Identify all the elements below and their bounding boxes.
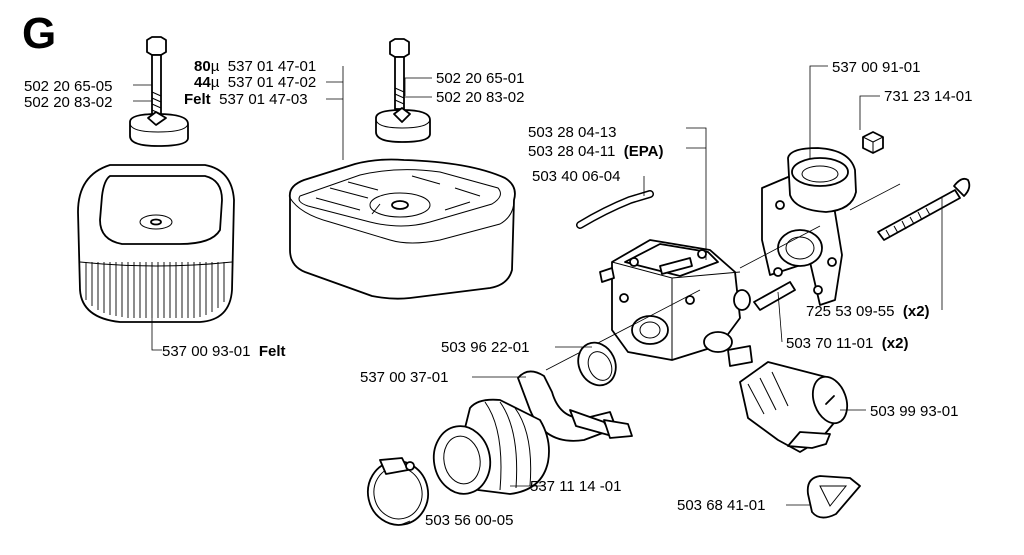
label-bolt-a-2: 502 20 83-02 (24, 94, 112, 111)
label-hose: 503 40 06-04 (532, 168, 620, 185)
label-pin: 503 70 11-01 (x2) (786, 335, 908, 352)
filter-cover-drawing (288, 158, 516, 300)
label-bellows: 503 99 93-01 (870, 403, 958, 420)
label-filter-felt: 537 00 93-01 Felt (162, 343, 286, 360)
label-grommet: 503 68 41-01 (677, 497, 765, 514)
hose-drawing (576, 190, 654, 229)
nut-b-drawing (375, 107, 431, 143)
label-intake-boot: 537 11 14 -01 (530, 478, 621, 495)
grommet-drawing (806, 475, 861, 519)
label-bolt-b-1: 502 20 65-01 (436, 70, 524, 87)
label-cover-felt: Felt 537 01 47-03 (184, 91, 308, 108)
nut-a-drawing (129, 111, 189, 147)
label-throttle-body: 537 00 91-01 (832, 59, 920, 76)
bolt-b-drawing (389, 38, 410, 110)
bolt-a-drawing (146, 36, 167, 118)
label-carburetor-1: 503 28 04-13 (528, 124, 616, 141)
label-long-screw: 725 53 09-55 (x2) (806, 303, 930, 320)
label-cover-80: 80µ 537 01 47-01 (194, 58, 316, 75)
leader-lines (133, 65, 943, 526)
label-cover-44: 44µ 537 01 47-02 (194, 74, 316, 91)
label-hose-clamp: 503 56 00-05 (425, 512, 513, 529)
label-bolt-b-2: 502 20 83-02 (436, 89, 524, 106)
throttle-body-drawing (761, 147, 857, 306)
label-carburetor-2: 503 28 04-11 (EPA) (528, 143, 664, 160)
label-nut: 731 23 14-01 (884, 88, 972, 105)
carburetor-drawing (599, 239, 753, 367)
ring-drawing (577, 341, 617, 387)
square-nut-drawing (862, 131, 884, 154)
bellows-drawing (739, 361, 849, 453)
label-bolt-a-1: 502 20 65-05 (24, 78, 112, 95)
pin-drawing (753, 281, 796, 311)
section-letter: G (22, 9, 56, 58)
hose-clamp-drawing (367, 457, 429, 526)
label-ring: 503 96 22-01 (441, 339, 529, 356)
felt-filter-drawing (77, 164, 235, 323)
label-clamp: 537 00 37-01 (360, 369, 448, 386)
long-screw-drawing (877, 177, 971, 241)
intake-boot-drawing (432, 398, 550, 495)
